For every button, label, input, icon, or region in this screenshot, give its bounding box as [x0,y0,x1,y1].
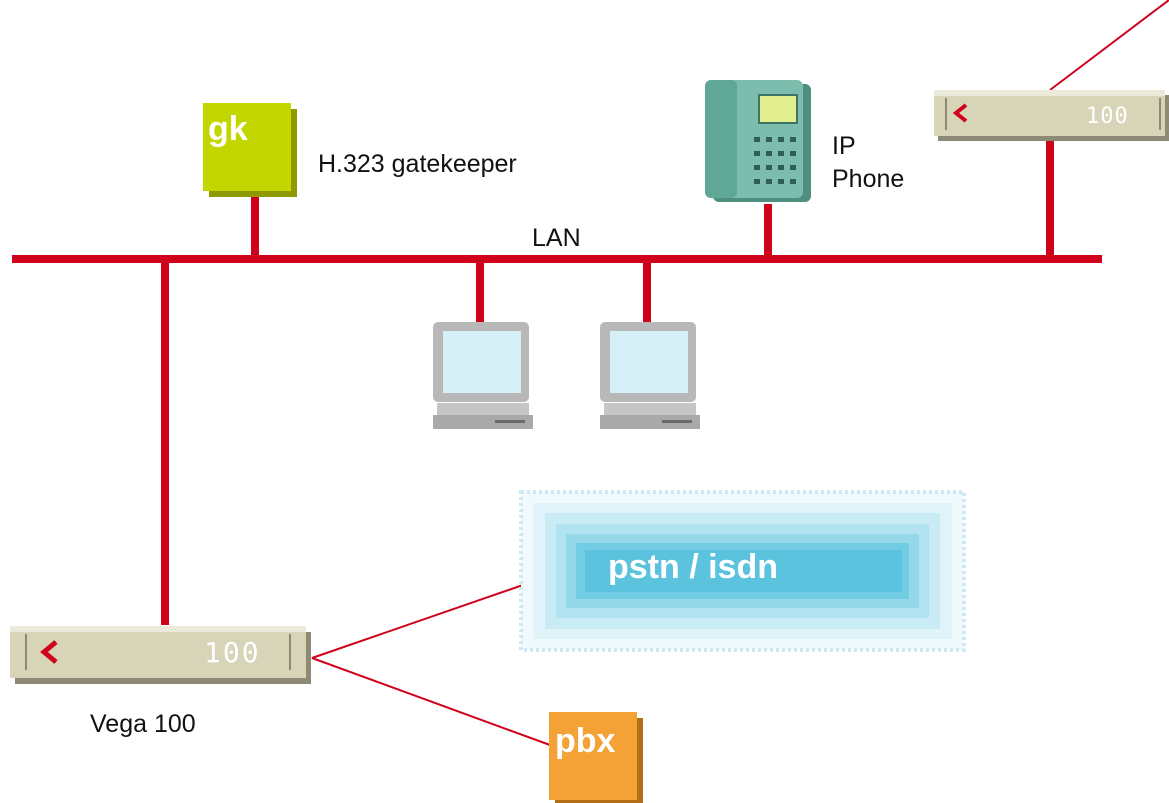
ip-phone-label-line1: IP [832,132,856,160]
pstn-label: pstn / isdn [608,548,778,586]
computer-icon-2 [600,322,700,429]
vega-main-icon [10,626,311,684]
computer-icon-1 [433,322,533,429]
ip-phone-icon [705,80,811,202]
vega-main-label: Vega 100 [90,710,196,738]
vega-remote-icon [934,90,1169,141]
link-vega-pstn [311,584,524,659]
vega-remote-display: 100 [1086,104,1129,129]
vega-main-display: 100 [204,636,261,669]
pbx-icon [549,712,643,803]
lan-label: LAN [532,224,581,252]
link-vega-pbx [311,657,551,746]
pstn-cloud-icon [519,490,966,652]
link-remote-wan [1049,0,1169,91]
gatekeeper-label: H.323 gatekeeper [318,150,517,178]
pbx-label: pbx [555,722,616,760]
gatekeeper-icon-text: gk [208,110,248,148]
ip-phone-label-line2: Phone [832,165,905,193]
gatekeeper-icon [203,103,297,197]
